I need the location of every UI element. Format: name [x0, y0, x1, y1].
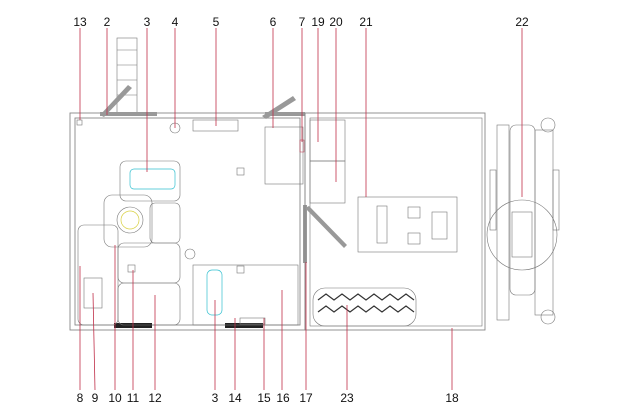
- bottom-labels: 8 9 10 11 12 3 14 15 16 17 23 18: [77, 391, 459, 405]
- callout-label: 21: [359, 15, 373, 29]
- callout-label: 6: [270, 15, 277, 29]
- callout-label: 20: [329, 15, 343, 29]
- callout-label: 3: [212, 391, 219, 405]
- callout-label: 15: [257, 391, 271, 405]
- callout-label: 17: [299, 391, 313, 405]
- callout-label: 3: [144, 15, 151, 29]
- leader-lines: [79, 28, 523, 391]
- callout-label: 16: [276, 391, 290, 405]
- callout-label: 7: [299, 15, 306, 29]
- callout-label: 12: [148, 391, 162, 405]
- callout-label: 5: [213, 15, 220, 29]
- callout-label: 22: [515, 15, 529, 29]
- main-room: [69, 96, 307, 331]
- callout-label: 18: [445, 391, 459, 405]
- ladder: [100, 37, 138, 117]
- callout-label: 4: [172, 15, 179, 29]
- callout-label: 10: [108, 391, 122, 405]
- callout-label: 9: [92, 391, 99, 405]
- callout-label: 13: [73, 15, 87, 29]
- callout-label: 23: [340, 391, 354, 405]
- callout-label: 14: [228, 391, 242, 405]
- callout-label: 19: [311, 15, 325, 29]
- callout-label: 11: [127, 391, 140, 405]
- container-room: [304, 112, 486, 331]
- top-labels: 13 2 3 4 5 6 7 19 20 21 22: [73, 15, 529, 29]
- crane: [486, 117, 560, 325]
- callout-label: 2: [104, 15, 111, 29]
- callout-label: 8: [77, 391, 84, 405]
